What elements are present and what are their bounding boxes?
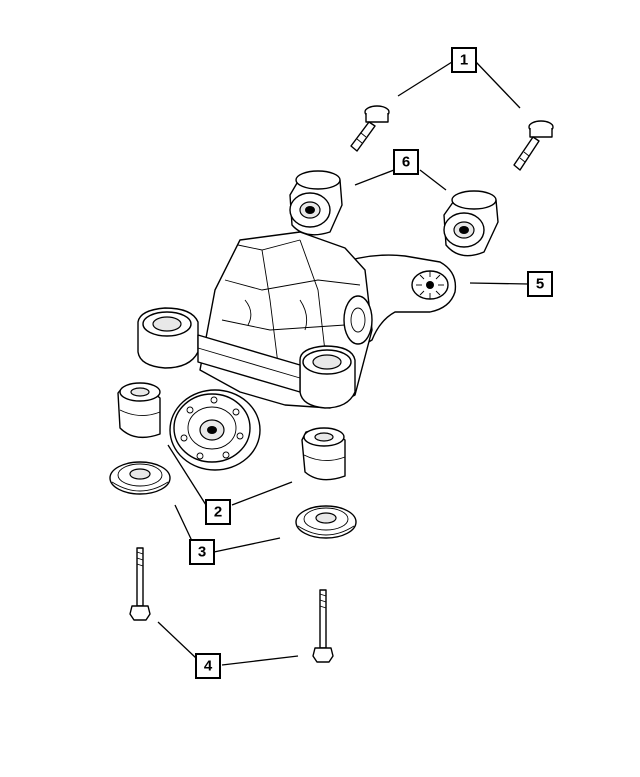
callout-label-2: 2: [214, 504, 222, 521]
washer-right: [295, 505, 357, 539]
leader-4b: [221, 655, 299, 666]
callout-label-1: 1: [460, 52, 468, 69]
long-bolt-right: [312, 589, 334, 663]
bushing-upper-right: [443, 190, 499, 257]
leader-4a: [157, 621, 197, 659]
callout-2: 2: [205, 499, 231, 525]
leader-6b: [419, 169, 447, 191]
pinion-flange: [169, 389, 261, 471]
leader-lines: [157, 61, 529, 666]
bolt-left: [350, 105, 390, 152]
leader-2b: [231, 481, 293, 506]
bolt-right: [513, 120, 554, 171]
callout-6: 6: [393, 149, 419, 175]
callout-label-5: 5: [536, 276, 544, 293]
leader-2a: [167, 444, 207, 506]
rear-differential-assembly: [137, 231, 457, 409]
bushing-upper-left: [289, 170, 343, 236]
leader-1a: [397, 61, 453, 97]
callout-1: 1: [451, 47, 477, 73]
leader-5: [469, 282, 529, 285]
callout-5: 5: [527, 271, 553, 297]
leader-3b: [213, 537, 281, 553]
callout-3: 3: [189, 539, 215, 565]
leader-1b: [475, 61, 521, 109]
callout-label-4: 4: [204, 658, 213, 675]
leader-6a: [354, 169, 395, 186]
callout-label-3: 3: [198, 544, 206, 561]
washer-left: [109, 461, 171, 495]
bushing-lower-left: [117, 382, 161, 439]
callout-4: 4: [195, 653, 221, 679]
leader-3a: [174, 504, 193, 542]
long-bolt-left: [129, 547, 151, 621]
callout-label-6: 6: [402, 154, 410, 171]
bushing-lower-right: [301, 427, 346, 481]
